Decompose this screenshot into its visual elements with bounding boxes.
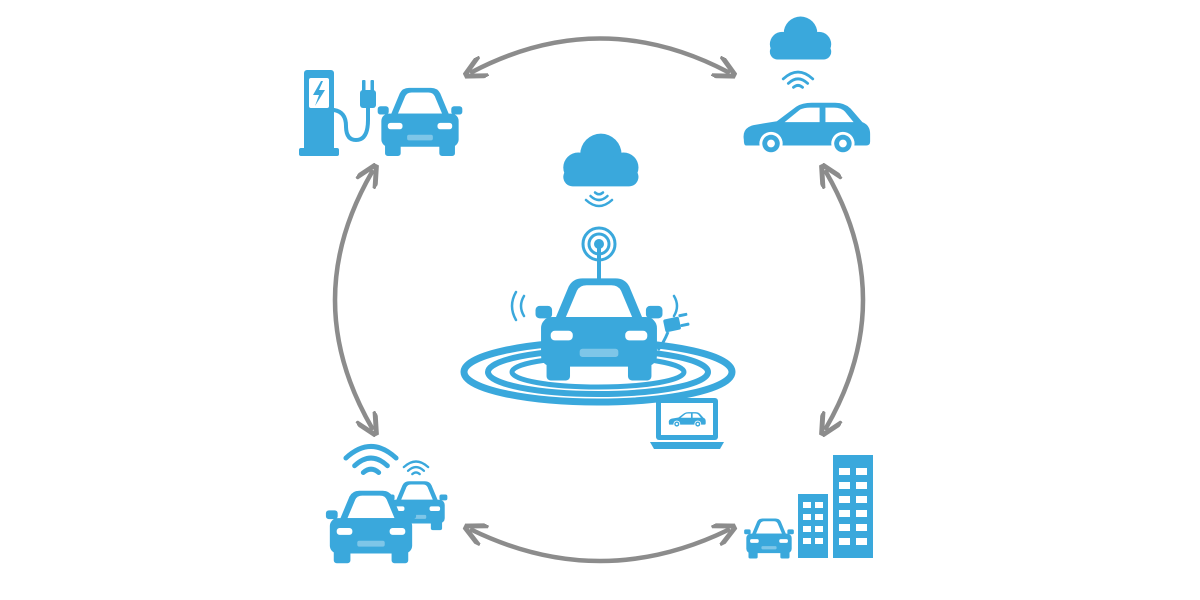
car-front-icon <box>535 278 663 381</box>
charging-station-icon <box>299 70 339 156</box>
vehicle-to-infrastructure-node <box>744 455 873 559</box>
arrow-bottom <box>472 530 728 564</box>
plug-icon <box>656 312 690 351</box>
plug-icon <box>332 80 376 143</box>
car-front-icon <box>377 87 463 156</box>
antenna-icon <box>581 226 617 280</box>
cloud-icon <box>769 16 832 60</box>
laptop-icon <box>650 398 724 449</box>
connected-car-center-node <box>460 133 736 449</box>
building-icon <box>798 455 873 558</box>
arrow-right <box>826 172 866 428</box>
car-side-icon <box>743 102 871 156</box>
arrow-left <box>332 172 372 428</box>
wifi-icon <box>346 446 396 472</box>
vehicle-to-vehicle-node <box>325 446 448 564</box>
cloud-connected-car-node <box>743 16 871 156</box>
charging-station-node <box>299 70 463 156</box>
wifi-icon <box>402 460 430 476</box>
signal-waves-icon <box>584 191 614 208</box>
emission-marks <box>510 290 679 322</box>
arrow-top <box>472 36 728 73</box>
car-front-icon <box>744 518 794 559</box>
wifi-icon <box>781 70 815 89</box>
cloud-icon <box>563 133 639 187</box>
cycle-arrows <box>332 36 866 564</box>
